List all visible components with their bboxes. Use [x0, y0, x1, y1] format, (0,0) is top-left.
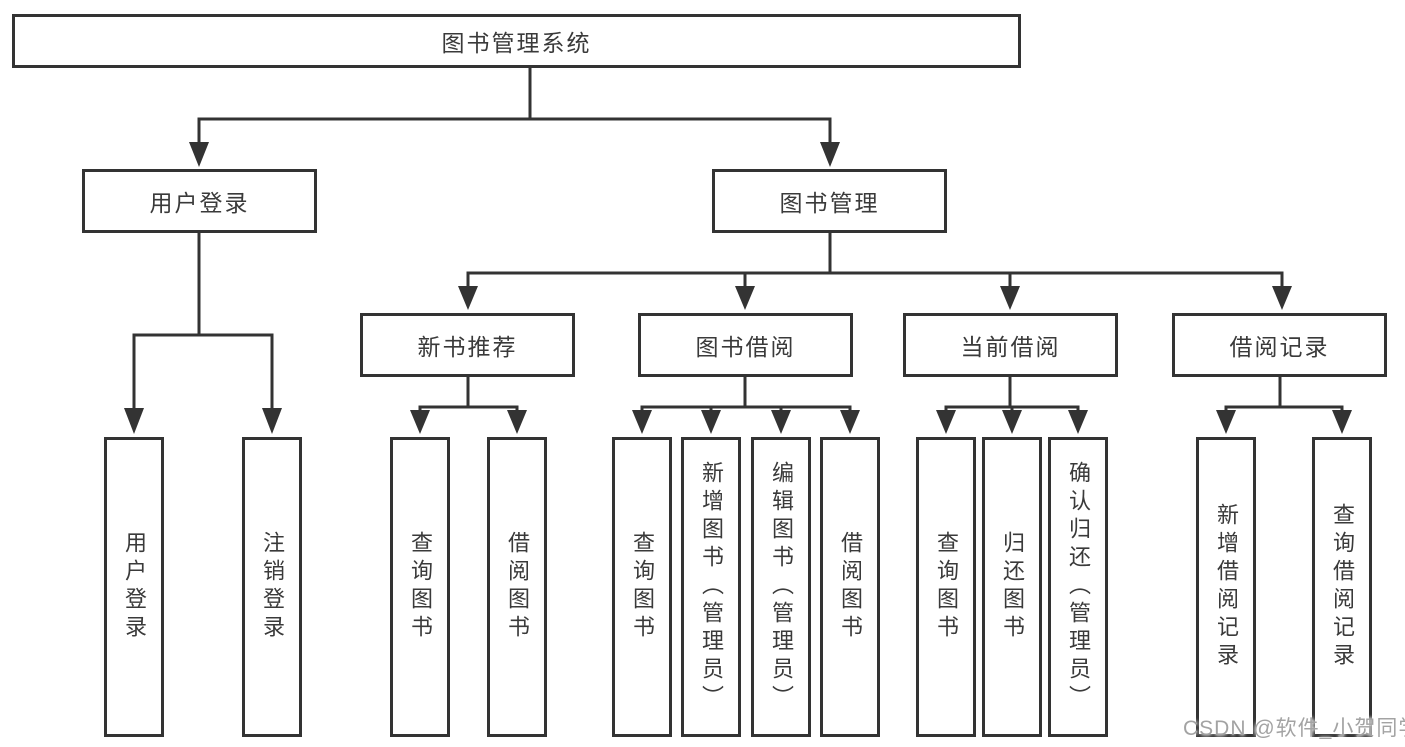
leaf-add-book-admin: 新增图书（管理员）: [681, 437, 741, 737]
connector-root-children: [189, 68, 840, 167]
leaf-user-login-label: 用户登录: [122, 531, 147, 643]
leaf-return-book-label: 归还图书: [1000, 531, 1025, 643]
leaf-add-borrow-record: 新增借阅记录: [1196, 437, 1256, 737]
leaf-add-borrow-record-label: 新增借阅记录: [1214, 503, 1239, 671]
leaf-query-books-newbooks-label: 查询图书: [408, 531, 433, 643]
connector-borrow-children: [632, 377, 860, 434]
node-user-login-label: 用户登录: [149, 190, 250, 216]
leaf-query-books-current-label: 查询图书: [934, 531, 959, 643]
node-borrow-records: 借阅记录: [1172, 313, 1387, 377]
node-current-borrow-label: 当前借阅: [960, 334, 1061, 360]
node-book-mgmt-label: 图书管理: [779, 190, 880, 216]
leaf-borrow-books-newbooks: 借阅图书: [487, 437, 547, 737]
connector-new-books-children: [410, 377, 527, 434]
leaf-borrow-books-newbooks-label: 借阅图书: [505, 531, 530, 643]
node-user-login: 用户登录: [82, 169, 317, 233]
node-borrow-records-label: 借阅记录: [1229, 334, 1330, 360]
leaf-borrow-books-borrow-label: 借阅图书: [838, 531, 863, 643]
leaf-logout: 注销登录: [242, 437, 302, 737]
leaf-confirm-return-admin: 确认归还（管理员）: [1048, 437, 1108, 737]
leaf-query-borrow-record-label: 查询借阅记录: [1330, 503, 1355, 671]
leaf-add-book-admin-label: 新增图书（管理员）: [699, 461, 724, 713]
leaf-edit-book-admin: 编辑图书（管理员）: [751, 437, 811, 737]
node-new-books-label: 新书推荐: [417, 334, 518, 360]
leaf-user-login: 用户登录: [104, 437, 164, 737]
connector-records-children: [1216, 377, 1352, 434]
node-new-books: 新书推荐: [360, 313, 575, 377]
leaf-query-books-current: 查询图书: [916, 437, 976, 737]
node-book-borrow: 图书借阅: [638, 313, 853, 377]
leaf-edit-book-admin-label: 编辑图书（管理员）: [769, 461, 794, 713]
leaf-confirm-return-admin-label: 确认归还（管理员）: [1066, 461, 1091, 713]
node-root-system: 图书管理系统: [12, 14, 1021, 68]
node-root-label: 图书管理系统: [441, 30, 592, 56]
leaf-borrow-books-borrow: 借阅图书: [820, 437, 880, 737]
connector-user-login-children: [124, 233, 282, 434]
node-book-mgmt: 图书管理: [712, 169, 947, 233]
leaf-query-books-borrow: 查询图书: [612, 437, 672, 737]
connector-book-mgmt-children: [458, 233, 1292, 310]
node-book-borrow-label: 图书借阅: [695, 334, 796, 360]
leaf-logout-label: 注销登录: [260, 531, 285, 643]
node-current-borrow: 当前借阅: [903, 313, 1118, 377]
leaf-query-books-newbooks: 查询图书: [390, 437, 450, 737]
connector-current-children: [936, 377, 1088, 434]
leaf-query-borrow-record: 查询借阅记录: [1312, 437, 1372, 737]
leaf-return-book: 归还图书: [982, 437, 1042, 737]
leaf-query-books-borrow-label: 查询图书: [630, 531, 655, 643]
watermark: CSDN @软件_小贺同学: [1183, 717, 1405, 740]
